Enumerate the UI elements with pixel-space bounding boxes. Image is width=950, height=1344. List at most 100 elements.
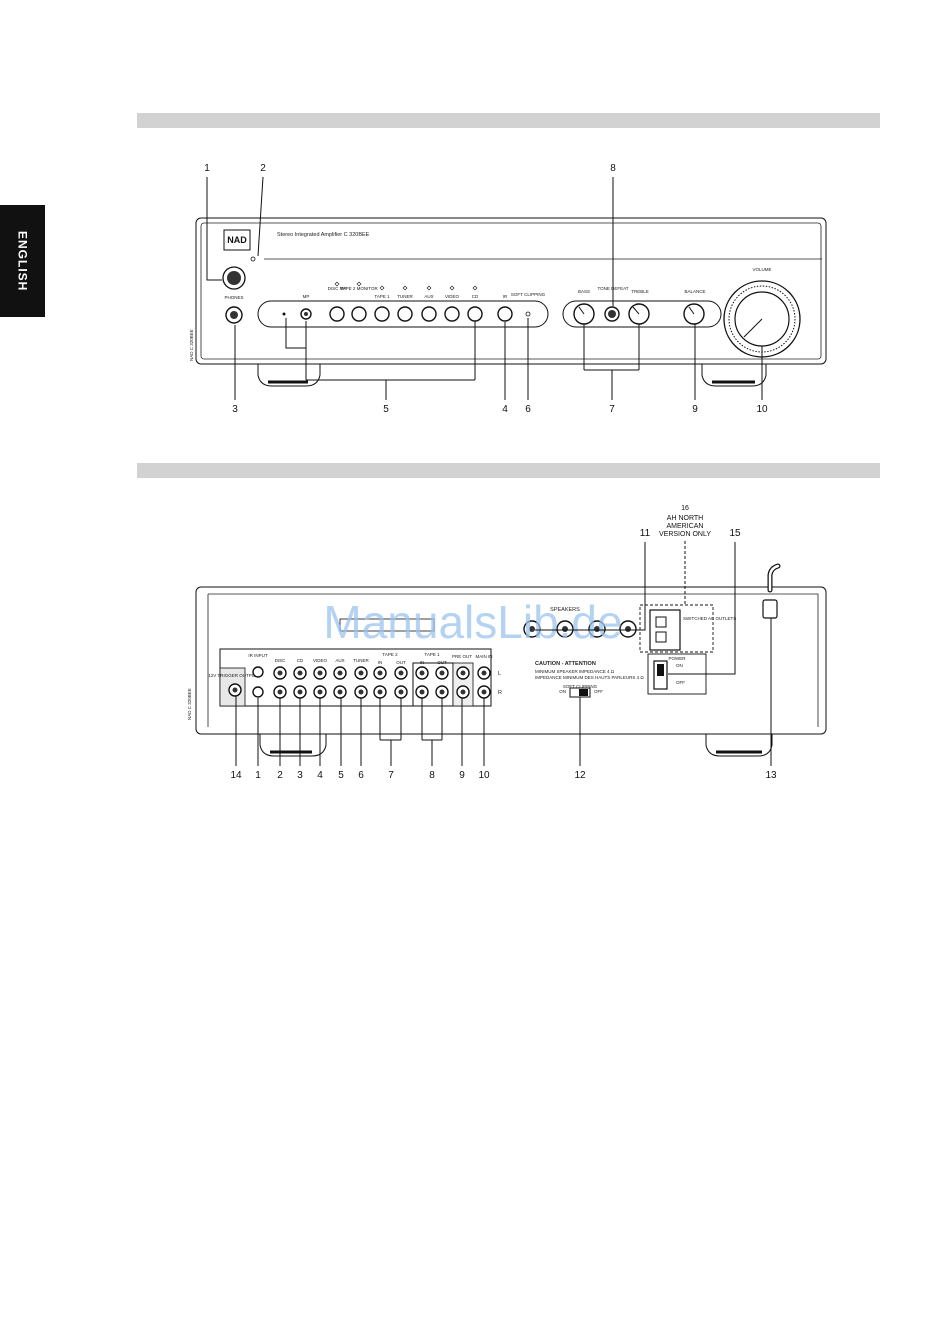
rear-chassis-inner bbox=[207, 593, 819, 727]
mp-input-jack-center bbox=[304, 312, 308, 316]
callout-7: 7 bbox=[609, 404, 615, 415]
soft-clipping-switch-lever bbox=[579, 689, 588, 696]
callout-9: 9 bbox=[692, 404, 698, 415]
ir-output-jack bbox=[252, 686, 264, 698]
front-chassis bbox=[195, 217, 827, 365]
callout-15: 15 bbox=[729, 528, 741, 539]
soft-clipping-off-label: OFF bbox=[594, 689, 603, 694]
tape2-out-label: OUT bbox=[396, 660, 406, 665]
balance-knob-pointer bbox=[688, 306, 695, 315]
ir-input-jack bbox=[252, 666, 264, 678]
front-foot-right bbox=[701, 364, 767, 387]
ac-outlet-slot-top bbox=[655, 616, 667, 628]
callout-rear-7: 7 bbox=[388, 770, 394, 781]
switched-ac-outlet-area bbox=[639, 604, 714, 653]
input-button-cd bbox=[467, 306, 483, 322]
trigger-output-label: 12V TRIGGER OUTPUT bbox=[208, 673, 258, 678]
callout-rear-12: 12 bbox=[574, 770, 586, 781]
tape2-in-label: IN bbox=[378, 660, 383, 665]
trigger-output-jack-center bbox=[232, 687, 238, 693]
callout-11: 11 bbox=[640, 528, 651, 539]
ir-input-label: IR INPUT bbox=[248, 653, 268, 658]
power-cord-inner bbox=[768, 564, 780, 592]
callout-6: 6 bbox=[525, 404, 531, 415]
right-channel-label: R bbox=[498, 690, 502, 696]
rear-soft-clipping-label: SOFT CLIPPING bbox=[563, 684, 598, 689]
mp-input-label: MP bbox=[303, 294, 310, 299]
input-button-tape2 bbox=[351, 306, 367, 322]
ir-window bbox=[497, 306, 513, 322]
volume-label: VOLUME bbox=[752, 267, 771, 272]
input-label-aux: AUX bbox=[424, 294, 433, 299]
callout-4: 4 bbox=[502, 404, 508, 415]
switched-outlets-label: SWITCHED AC OUTLETS bbox=[683, 616, 736, 621]
input-label-tuner: TUNER bbox=[397, 294, 413, 299]
input-button-aux bbox=[421, 306, 437, 322]
callout-rear-4: 4 bbox=[317, 770, 323, 781]
power-label: POWER bbox=[668, 656, 686, 661]
caution-line-1: MINIMUM SPEAKER IMPEDANCE 4 Ω bbox=[535, 669, 615, 674]
power-on-label: ON bbox=[676, 663, 683, 668]
input-label-tape2: TAPE 2 MONITOR bbox=[340, 286, 378, 291]
front-soft-clipping-label: SOFT CLIPPING bbox=[511, 292, 546, 297]
input-leds bbox=[334, 281, 478, 291]
front-foot-left bbox=[257, 364, 321, 387]
balance-label: BALANCE bbox=[684, 289, 705, 294]
callout-rear-13: 13 bbox=[765, 770, 777, 781]
power-cord-strain-relief bbox=[762, 599, 778, 619]
jack-label-tape1: TAPE 1 bbox=[424, 652, 440, 657]
callout-rear-3: 3 bbox=[297, 770, 303, 781]
bass-label: BASS bbox=[578, 289, 590, 294]
volume-knob-pointer bbox=[743, 318, 763, 338]
standby-led bbox=[250, 256, 256, 262]
input-button-tuner bbox=[397, 306, 413, 322]
rear-leader-lines bbox=[235, 541, 772, 766]
front-panel-diagram: NAD Stereo Integrated Amplifier C 320BEE… bbox=[189, 163, 827, 415]
front-leader-lines bbox=[206, 176, 763, 400]
callout-3: 3 bbox=[232, 404, 238, 415]
rca-jacks-row-left bbox=[273, 666, 491, 680]
input-button-tape1 bbox=[374, 306, 390, 322]
model-text: Stereo Integrated Amplifier C 320BEE bbox=[277, 232, 370, 238]
ac-outlet-slot-bottom bbox=[655, 631, 667, 643]
front-chassis-inner bbox=[200, 222, 822, 360]
note-16-line-3: AMERICAN bbox=[667, 523, 704, 530]
treble-knob-pointer bbox=[632, 306, 640, 315]
rear-callouts-bottom: 14 1 2 3 4 5 6 7 8 9 10 12 13 bbox=[230, 770, 777, 781]
jack-label-tape2: TAPE 2 bbox=[382, 652, 398, 657]
caution-heading: CAUTION - ATTENTION bbox=[535, 661, 596, 667]
treble-label: TREBLE bbox=[631, 289, 649, 294]
rca-jacks-row-right bbox=[273, 685, 491, 699]
source-selector-panel bbox=[257, 300, 549, 328]
ac-outlet bbox=[649, 609, 681, 651]
jack-label-main-in: MAIN IN bbox=[475, 654, 492, 659]
rear-chassis bbox=[195, 586, 827, 735]
watermark: ManualsLib.de bbox=[323, 596, 622, 648]
soft-clipping-led bbox=[525, 311, 531, 317]
soft-clipping-on-label: ON bbox=[559, 689, 566, 694]
phones-label: PHONES bbox=[224, 295, 243, 300]
rear-side-mark: NAD C 320BEE bbox=[187, 688, 192, 720]
note-16-line-4: VERSION ONLY bbox=[659, 531, 711, 538]
caution-line-2: IMPEDANCE MINIMUM DES HAUTS PARLEURS 4 Ω bbox=[535, 675, 644, 680]
callout-5: 5 bbox=[383, 404, 389, 415]
power-button-cap bbox=[227, 271, 241, 285]
jack-label-aux: AUX bbox=[335, 658, 344, 663]
input-button-video bbox=[444, 306, 460, 322]
jack-label-pre-out: PRE OUT bbox=[452, 654, 472, 659]
callout-1: 1 bbox=[204, 163, 210, 174]
left-channel-label: L bbox=[498, 671, 501, 677]
callout-10: 10 bbox=[756, 404, 768, 415]
rear-panel-diagram: NAD C 320BEE 12V TRIGGER OUTPUT IR INPUT… bbox=[187, 505, 827, 781]
callout-8: 8 bbox=[610, 163, 616, 174]
power-off-label: OFF bbox=[676, 680, 685, 685]
callout-16: 16 bbox=[681, 505, 689, 512]
callout-rear-5: 5 bbox=[338, 770, 344, 781]
language-tab: ENGLISH bbox=[0, 205, 45, 317]
front-side-mark: NAD C 320BEE bbox=[189, 329, 194, 361]
rear-panel-section-bar bbox=[137, 463, 880, 478]
input-label-cd: CD bbox=[472, 294, 479, 299]
jack-label-cd: CD bbox=[297, 658, 304, 663]
input-button-disc bbox=[329, 306, 345, 322]
callout-rear-8: 8 bbox=[429, 770, 435, 781]
